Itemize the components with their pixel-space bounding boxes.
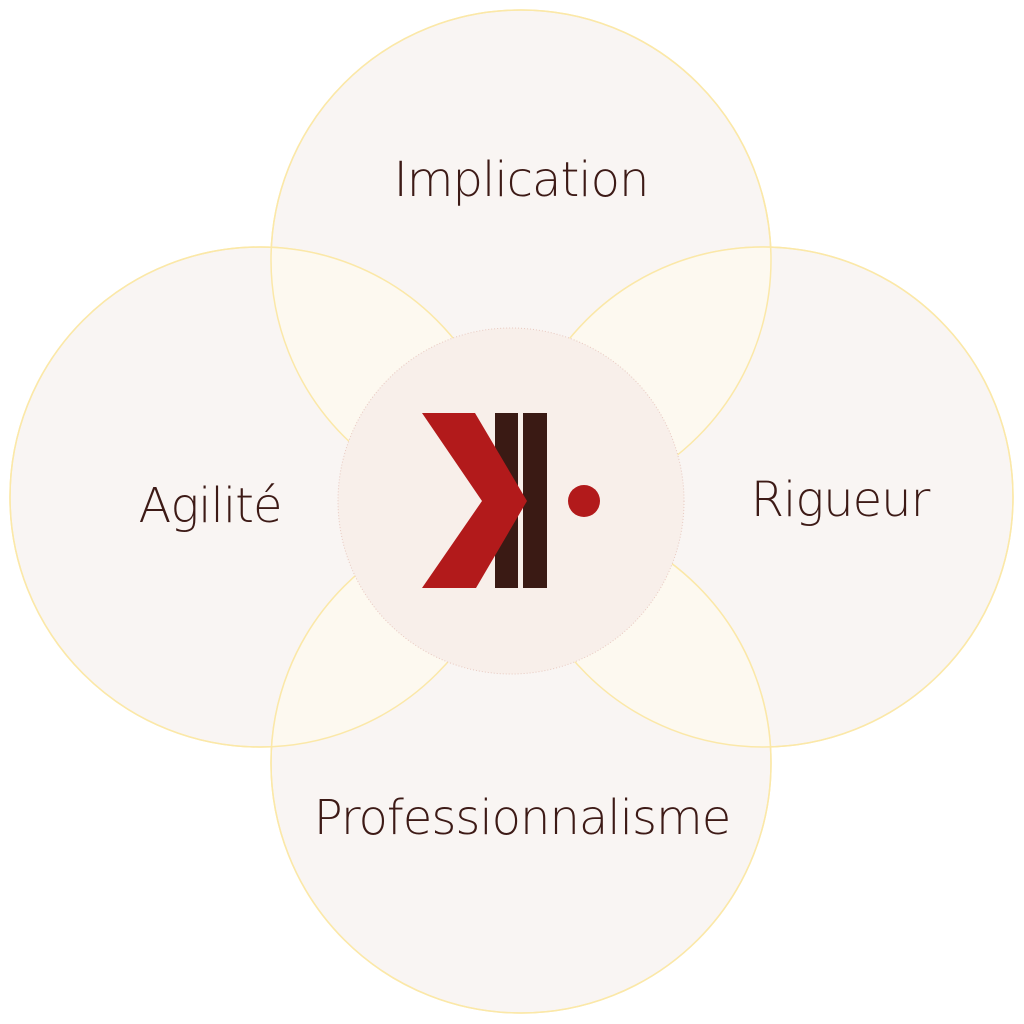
label-rigueur: Rigueur [750,472,931,528]
label-agilite: Agilité [138,478,283,534]
label-implication: Implication [393,152,650,208]
label-professionnalisme: Professionnalisme [313,790,732,846]
logo-icon [422,413,600,588]
